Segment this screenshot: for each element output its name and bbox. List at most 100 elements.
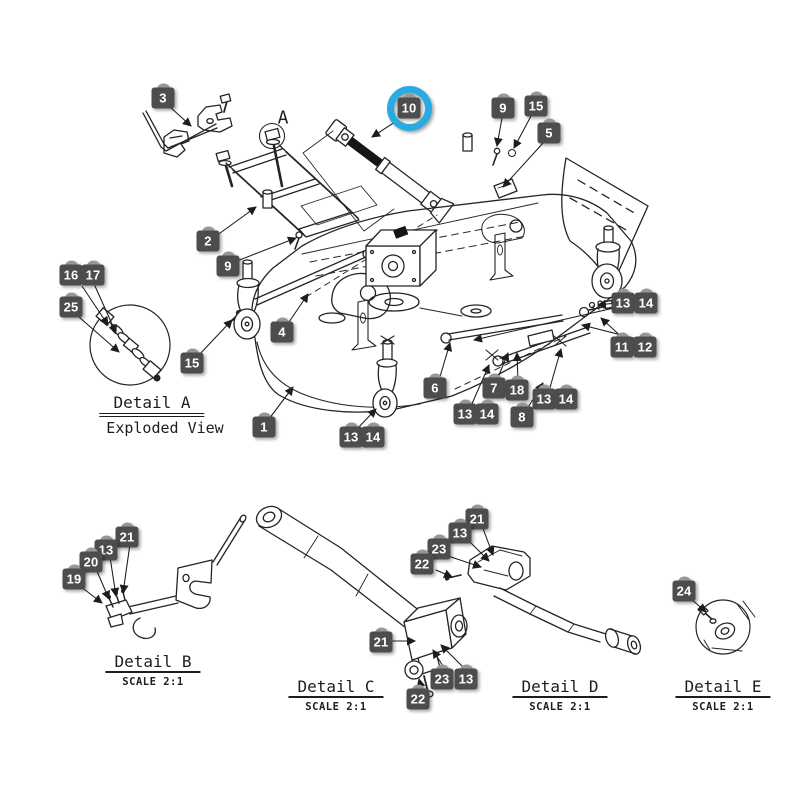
callout-number: 12 (633, 336, 657, 358)
callout-number: 8 (510, 406, 534, 428)
callout-number: 4 (270, 321, 294, 343)
callout-number: 13 (339, 426, 363, 448)
hanger-rod-assembly (440, 299, 614, 367)
detail-b-view (105, 514, 247, 640)
part-callout-13[interactable]: 13 (532, 384, 556, 410)
detail-label-e: Detail E SCALE 2:1 (675, 677, 771, 713)
part-callout-3[interactable]: 3 (151, 83, 175, 109)
part-callout-17[interactable]: 17 (81, 260, 105, 286)
callout-number: 13 (453, 403, 477, 425)
part-callout-14[interactable]: 14 (361, 422, 385, 448)
callout-number: 5 (537, 122, 561, 144)
part-callout-16[interactable]: 16 (59, 260, 83, 286)
part-callout-8[interactable]: 8 (510, 402, 534, 428)
part-callout-1[interactable]: 1 (252, 412, 276, 438)
view-letter-a: A (277, 107, 289, 129)
detail-title: Detail E (675, 678, 771, 698)
part-callout-4[interactable]: 4 (270, 317, 294, 343)
callout-number: 13 (532, 388, 556, 410)
part-callout-18[interactable]: 18 (505, 375, 529, 401)
detail-subtitle: SCALE 2:1 (122, 676, 184, 688)
part-callout-6[interactable]: 6 (423, 373, 447, 399)
callout-number: 2 (196, 230, 220, 252)
part-callout-22[interactable]: 22 (410, 549, 434, 575)
part-callout-15[interactable]: 15 (180, 348, 204, 374)
detail-subtitle: SCALE 2:1 (529, 701, 591, 713)
detail-a-view (89, 304, 171, 386)
part-callout-21[interactable]: 21 (115, 522, 139, 548)
callout-number: 17 (81, 264, 105, 286)
callout-number: 14 (475, 403, 499, 425)
part-callout-23[interactable]: 23 (430, 664, 454, 690)
part-callout-13[interactable]: 13 (448, 518, 472, 544)
part-callout-13[interactable]: 13 (453, 399, 477, 425)
gearbox-assembly (318, 225, 492, 324)
part-callout-25[interactable]: 25 (59, 292, 83, 318)
callout-number: 13 (611, 292, 635, 314)
callout-number: 19 (62, 568, 86, 590)
part-callout-5[interactable]: 5 (537, 118, 561, 144)
callout-number: 1 (252, 416, 276, 438)
callout-number: 22 (406, 688, 430, 710)
part-callout-24[interactable]: 24 (672, 576, 696, 602)
detail-subtitle: Exploded View (106, 419, 224, 437)
callout-number: 3 (151, 87, 175, 109)
callout-number: 11 (610, 336, 634, 358)
detail-label-a: Detail A Exploded View (80, 393, 224, 437)
callout-number: 14 (634, 292, 658, 314)
part-callout-14[interactable]: 14 (475, 399, 499, 425)
part-callout-22[interactable]: 22 (406, 684, 430, 710)
detail-title: Detail B (105, 653, 201, 673)
part-callout-2[interactable]: 2 (196, 226, 220, 252)
detail-e-view (695, 599, 756, 655)
part-callout-15[interactable]: 15 (524, 91, 548, 117)
part-callout-14[interactable]: 14 (634, 288, 658, 314)
part-callout-14[interactable]: 14 (554, 384, 578, 410)
part-callout-12[interactable]: 12 (633, 332, 657, 358)
callout-number: 20 (79, 551, 103, 573)
callout-number: 21 (115, 526, 139, 548)
detail-label-b: Detail B SCALE 2:1 (105, 652, 201, 688)
callout-number: 16 (59, 264, 83, 286)
callout-number: 15 (524, 95, 548, 117)
part-callout-9[interactable]: 9 (491, 93, 515, 119)
callout-number: 6 (423, 377, 447, 399)
part-callout-20[interactable]: 20 (79, 547, 103, 573)
callout-number: 10 (397, 97, 421, 119)
part-callout-23[interactable]: 23 (427, 534, 451, 560)
detail-d-view (444, 545, 642, 655)
part-callout-13[interactable]: 13 (611, 288, 635, 314)
callout-number: 13 (454, 668, 478, 690)
part-callout-7[interactable]: 7 (482, 373, 506, 399)
callout-number: 24 (672, 580, 696, 602)
detail-title: Detail D (512, 678, 608, 698)
part-callout-13[interactable]: 13 (339, 422, 363, 448)
part-callout-9[interactable]: 9 (216, 251, 240, 277)
callout-number: 23 (427, 538, 451, 560)
detail-title: Detail A (99, 394, 205, 417)
part-callout-10[interactable]: 10 (386, 85, 432, 131)
detail-c-view (255, 505, 468, 698)
callout-number: 22 (410, 553, 434, 575)
part-callout-11[interactable]: 11 (610, 332, 634, 358)
part-callout-13[interactable]: 13 (454, 664, 478, 690)
detail-title: Detail C (288, 678, 384, 698)
callout-number: 18 (505, 379, 529, 401)
callout-number: 21 (369, 631, 393, 653)
callout-number: 9 (216, 255, 240, 277)
view-a-bolt-circle (215, 122, 286, 188)
mower-deck-body (226, 132, 649, 413)
detail-subtitle: SCALE 2:1 (692, 701, 754, 713)
driveshaft-part10 (325, 119, 455, 224)
part-callout-21[interactable]: 21 (369, 627, 393, 653)
part-callout-21[interactable]: 21 (465, 504, 489, 530)
detail-label-d: Detail D SCALE 2:1 (512, 677, 608, 713)
callout-number: 9 (491, 97, 515, 119)
callout-number: 25 (59, 296, 83, 318)
callout-number: 7 (482, 377, 506, 399)
part-callout-19[interactable]: 19 (62, 564, 86, 590)
callout-number: 14 (361, 426, 385, 448)
detail-subtitle: SCALE 2:1 (305, 701, 367, 713)
